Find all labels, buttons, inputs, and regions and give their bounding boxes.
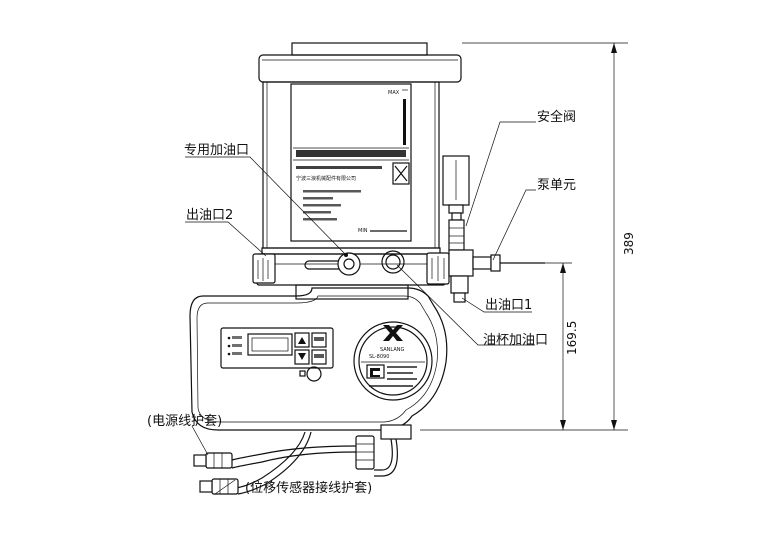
label-outlet-1: 出油口1 <box>485 298 532 313</box>
min-label: MIN <box>358 228 368 234</box>
label-pump-unit: 泵单元 <box>537 178 576 193</box>
label-outlet-2: 出油口2 <box>186 208 233 223</box>
label-power-cable-sleeve: (电源线护套) <box>147 413 222 429</box>
brand-badge: SANLANG SL-8090 <box>353 321 433 401</box>
leader-lines <box>185 121 536 495</box>
dimension-lines: 389 169.5 <box>420 42 636 431</box>
label-safety-valve: 安全阀 <box>537 109 576 125</box>
nameplate: MAX 宁波三浪机械配件有限公司 MIN <box>290 83 412 242</box>
cables <box>193 424 412 495</box>
controller-housing <box>189 287 448 431</box>
pump-base <box>252 247 450 300</box>
label-sensor-cable-sleeve: (位移传感器接线护套) <box>245 480 372 496</box>
control-panel <box>220 327 334 382</box>
company-name-cn: 宁波三浪机械配件有限公司 <box>296 175 356 182</box>
reservoir <box>258 42 462 249</box>
label-cup-fill-port: 油杯加油口 <box>483 333 548 348</box>
model-number: SL-8090 <box>369 354 389 360</box>
total-height-dimension: 389 <box>622 232 636 255</box>
safety-valve-assembly <box>442 155 545 303</box>
brand-name: SANLANG <box>380 347 404 353</box>
lower-height-dimension: 169.5 <box>565 321 579 355</box>
label-special-fill-port: 专用加油口 <box>184 143 249 158</box>
max-label: MAX <box>388 90 400 96</box>
